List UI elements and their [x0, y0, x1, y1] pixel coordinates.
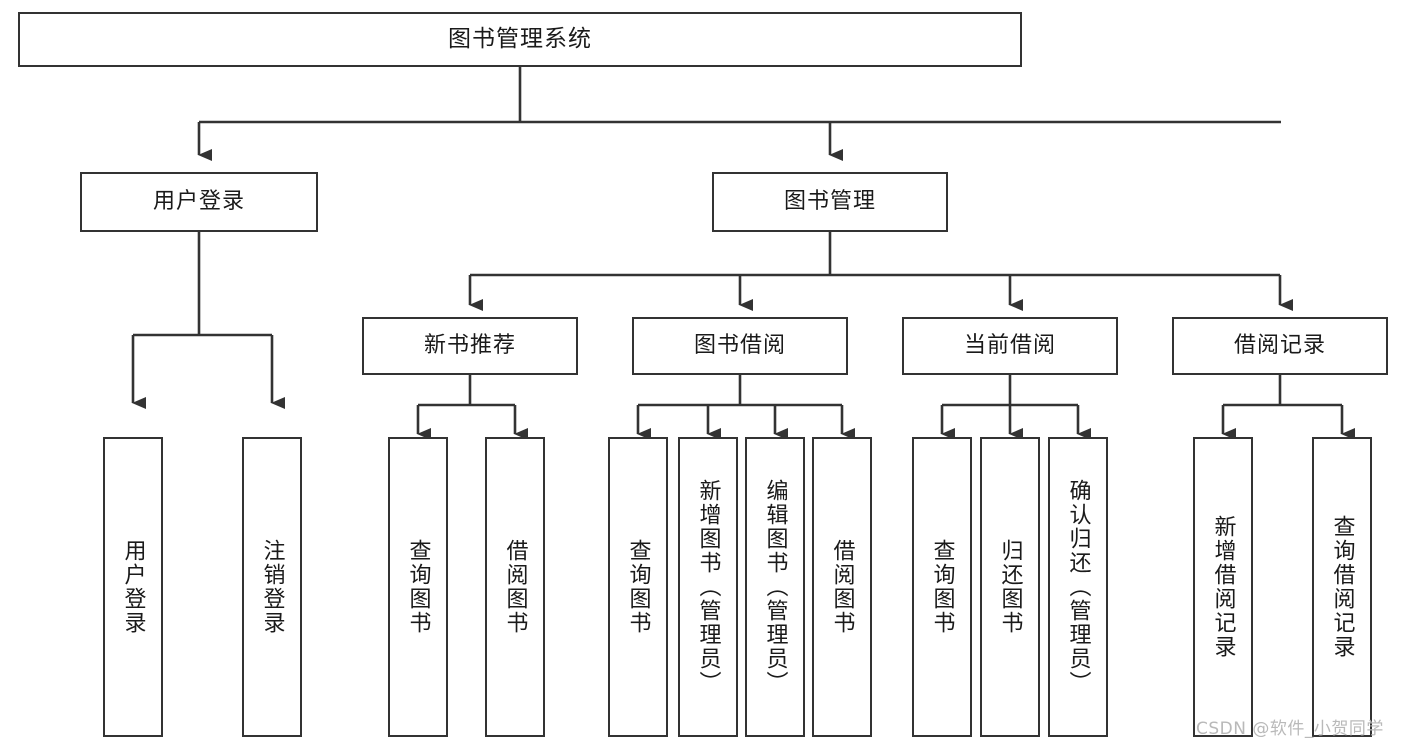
node-book-borrow[interactable]: 图书借阅 [632, 317, 848, 375]
node-leaf-confirm-return[interactable]: 确认归还（管理员） [1048, 437, 1108, 737]
node-book-management[interactable]: 图书管理 [712, 172, 948, 232]
node-current-borrow-label: 当前借阅 [963, 332, 1056, 358]
node-borrow-record-label: 借阅记录 [1233, 332, 1326, 358]
node-leaf-add-book-label: 新增图书（管理员） [695, 479, 721, 695]
node-leaf-query-record[interactable]: 查询借阅记录 [1312, 437, 1372, 737]
node-leaf-edit-book[interactable]: 编辑图书（管理员） [745, 437, 805, 737]
node-leaf-user-logout[interactable]: 注销登录 [242, 437, 302, 737]
node-leaf-borrow-book-1-label: 借阅图书 [502, 539, 528, 635]
node-current-borrow[interactable]: 当前借阅 [902, 317, 1118, 375]
node-leaf-query-book-3[interactable]: 查询图书 [912, 437, 972, 737]
node-borrow-record[interactable]: 借阅记录 [1172, 317, 1388, 375]
node-leaf-add-record[interactable]: 新增借阅记录 [1193, 437, 1253, 737]
node-leaf-query-book-2-label: 查询图书 [625, 539, 651, 635]
node-book-management-label: 图书管理 [783, 188, 876, 214]
node-root-label: 图书管理系统 [448, 25, 592, 52]
node-leaf-add-book[interactable]: 新增图书（管理员） [678, 437, 738, 737]
node-leaf-return-book[interactable]: 归还图书 [980, 437, 1040, 737]
node-leaf-add-record-label: 新增借阅记录 [1210, 515, 1236, 659]
node-new-book-recommend-label: 新书推荐 [423, 332, 516, 358]
node-leaf-borrow-book-2-label: 借阅图书 [829, 539, 855, 635]
node-leaf-user-login[interactable]: 用户登录 [103, 437, 163, 737]
node-leaf-borrow-book-1[interactable]: 借阅图书 [485, 437, 545, 737]
node-leaf-query-book-1[interactable]: 查询图书 [388, 437, 448, 737]
csdn-watermark: CSDN @软件_小贺同学 [1196, 719, 1384, 739]
node-leaf-return-book-label: 归还图书 [997, 539, 1023, 635]
node-book-borrow-label: 图书借阅 [693, 332, 786, 358]
node-leaf-user-login-label: 用户登录 [120, 539, 146, 635]
node-leaf-query-book-1-label: 查询图书 [405, 539, 431, 635]
node-leaf-edit-book-label: 编辑图书（管理员） [762, 479, 788, 695]
node-leaf-query-book-2[interactable]: 查询图书 [608, 437, 668, 737]
node-new-book-recommend[interactable]: 新书推荐 [362, 317, 578, 375]
node-user-login[interactable]: 用户登录 [80, 172, 318, 232]
node-leaf-query-record-label: 查询借阅记录 [1329, 515, 1355, 659]
node-user-login-label: 用户登录 [152, 188, 245, 214]
node-leaf-borrow-book-2[interactable]: 借阅图书 [812, 437, 872, 737]
node-leaf-user-logout-label: 注销登录 [259, 539, 285, 635]
node-root[interactable]: 图书管理系统 [18, 12, 1022, 67]
node-leaf-confirm-return-label: 确认归还（管理员） [1065, 479, 1091, 695]
node-leaf-query-book-3-label: 查询图书 [929, 539, 955, 635]
